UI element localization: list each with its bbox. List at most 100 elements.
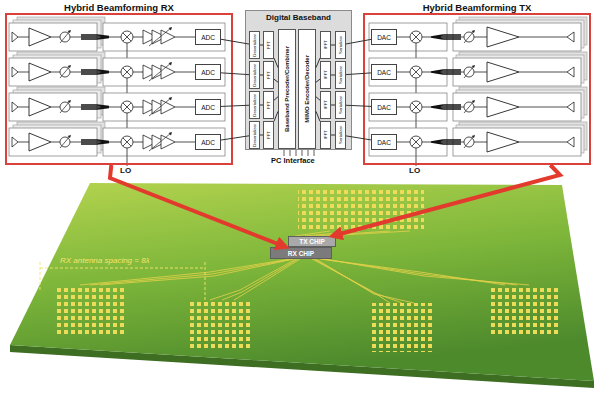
serdes-box: Deserializer [249, 31, 260, 59]
bus-wire [274, 58, 278, 68]
antenna-array [298, 189, 424, 231]
bus-wire [331, 105, 335, 106]
transform-box: FFT [263, 31, 274, 59]
chain-panel: DACDACDACDACHybrid Beamforming TX [363, 13, 591, 165]
block-label: Baseband Precoder/Combiner [284, 46, 290, 132]
block-label: Serializer [338, 66, 343, 84]
bus-wire [346, 105, 371, 106]
block-label: Serializer [338, 36, 343, 54]
signal-label: LO [409, 166, 420, 175]
serdes-box: Deserializer [249, 61, 260, 89]
pc-interface-bus [290, 150, 291, 156]
bus-wire [260, 75, 263, 76]
block-label: IFFT [323, 100, 328, 109]
block-label: IFFT [323, 130, 328, 139]
rx-chain-rows [9, 122, 225, 156]
tx-chain-rows [369, 17, 587, 51]
panel-title: Hybrid Beamforming RX [7, 2, 231, 13]
combiner-box: Baseband Precoder/Combiner [278, 29, 296, 149]
bus-wire [221, 105, 249, 106]
pc-interface-bus [284, 150, 285, 156]
bus-wire [260, 135, 263, 136]
transform-box: FFT [263, 121, 274, 149]
transform-box: IFFT [320, 31, 331, 59]
bus-wire [221, 39, 249, 44]
transform-box: IFFT [320, 121, 331, 149]
pc-interface-bus [302, 150, 303, 156]
pc-interface-bus [296, 150, 297, 156]
converter-box: ADC [195, 134, 221, 150]
bus-wire [316, 111, 320, 121]
block-label: Deserializer [252, 34, 257, 57]
block-label: DAC [377, 104, 391, 111]
baseband-block: DeserializerDeserializerDeserializerDese… [245, 10, 352, 150]
block-label: MIMO Encoder/Decoder [304, 55, 310, 123]
bus-wire [221, 136, 249, 140]
panel-title: Digital Baseband [246, 13, 351, 22]
dimension-label: RX antenna spacing = 8λ [60, 256, 150, 265]
serdes-box: Serializer [335, 61, 346, 89]
serdes-box: Deserializer [249, 91, 260, 119]
converter-box: ADC [195, 99, 221, 115]
mapping-arrow [333, 165, 560, 236]
pcb-board [10, 183, 594, 388]
spacing-dimension [40, 262, 205, 305]
tx-chain-rows [369, 87, 587, 121]
rx-chain-rows [9, 52, 225, 86]
chip-layer: RX CHIP [270, 247, 332, 259]
pc-interface-bus [308, 150, 309, 156]
bus-wire [274, 79, 278, 82]
block-label: Serializer [338, 126, 343, 144]
pc-interface-bus [284, 150, 314, 156]
spacing-dimension [40, 262, 205, 305]
block-label: ADC [201, 139, 215, 146]
block-label: Deserializer [252, 124, 257, 147]
transform-box: FFT [263, 61, 274, 89]
block-label: FFT [266, 71, 271, 79]
bus-wire [316, 79, 320, 82]
converter-box: ADC [195, 29, 221, 45]
converter-box: ADC [195, 64, 221, 80]
bus-wire [274, 111, 278, 121]
chip-layer: TX CHIP [288, 236, 336, 247]
block-label: ADC [201, 34, 215, 41]
interface-label: PC Interface [271, 156, 315, 165]
transform-box: IFFT [320, 61, 331, 89]
antenna-array [488, 285, 558, 334]
bus-wire [221, 73, 249, 75]
bus-wire [331, 135, 335, 136]
converter-box: DAC [371, 29, 397, 45]
spacing-dimension [40, 268, 205, 269]
block-label: DAC [377, 139, 391, 146]
feed-lines [320, 259, 529, 285]
tx-chain-rows [369, 52, 587, 86]
converter-box: DAC [371, 99, 397, 115]
chain-panel: ADCADCADCADCHybrid Beamforming RX [5, 13, 233, 165]
block-label: FFT [266, 131, 271, 139]
mapping-arrow [110, 165, 286, 247]
block-label: IFFT [323, 70, 328, 79]
bus-wire [316, 58, 320, 68]
bus-wire [331, 75, 335, 76]
signal-label: LO [120, 166, 131, 175]
block-label: FFT [266, 101, 271, 109]
serdes-box: Serializer [335, 91, 346, 119]
bus-wire [346, 73, 371, 75]
antenna-array [190, 300, 253, 349]
rx-chain-rows [9, 17, 225, 51]
block-label: ADC [201, 69, 215, 76]
block-label: ADC [201, 104, 215, 111]
bus-wire [346, 39, 371, 44]
block-label: RX CHIP [288, 250, 314, 257]
feed-lines [210, 259, 300, 300]
block-label: Deserializer [252, 64, 257, 87]
antenna-array [55, 285, 125, 334]
pcb-board [10, 183, 594, 381]
bus-wire [260, 105, 263, 106]
antenna-array [55, 189, 558, 352]
bus-wire [316, 97, 320, 100]
rx-chain-rows [9, 17, 225, 156]
block-label: Serializer [338, 96, 343, 114]
